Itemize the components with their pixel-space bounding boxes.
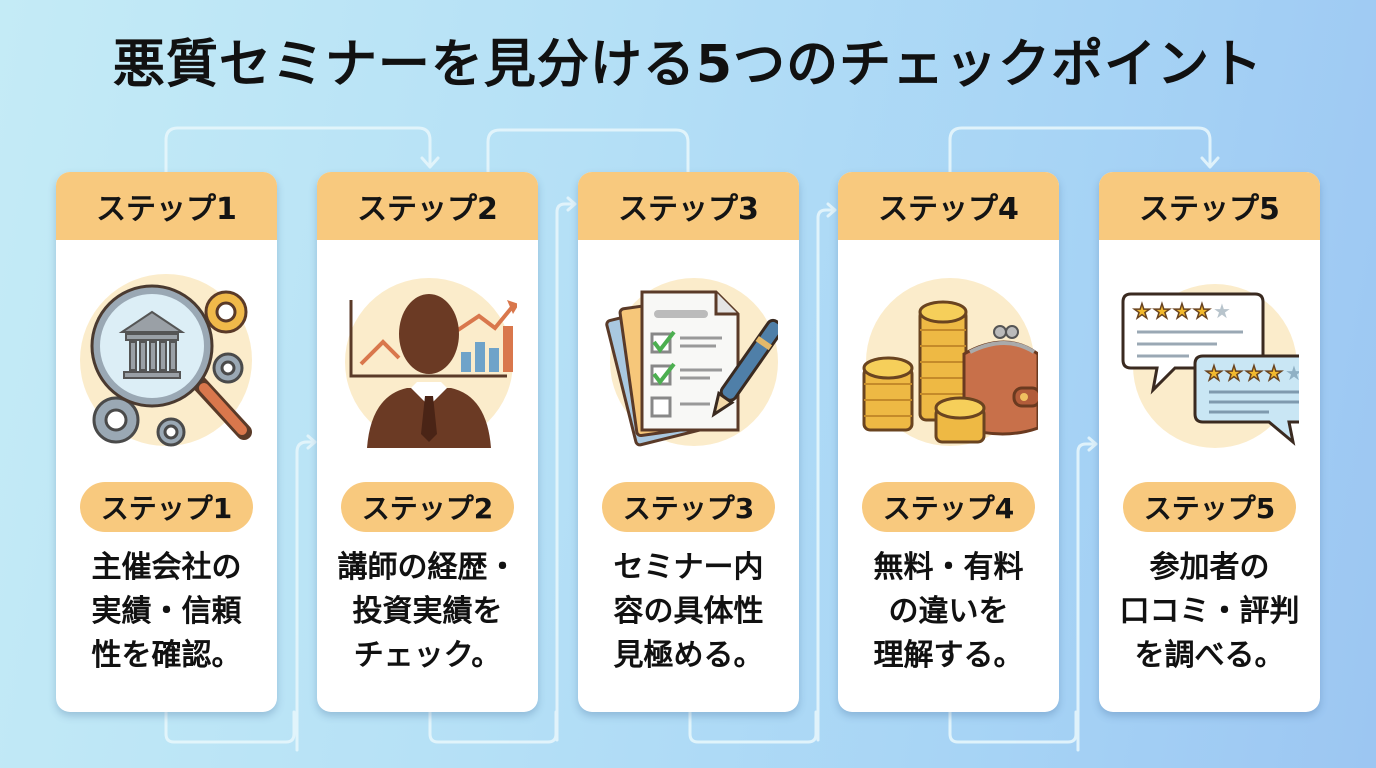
step-header: ステップ2 <box>317 172 538 240</box>
checklist-pen-icon <box>605 278 778 447</box>
svg-text:★: ★ <box>1285 361 1299 385</box>
step-header: ステップ4 <box>838 172 1059 240</box>
review-stars-bubbles-icon: ★★★★ ★ ★★★★ ★ <box>1121 284 1299 448</box>
svg-text:★: ★ <box>1205 361 1223 385</box>
svg-text:★: ★ <box>1213 299 1231 323</box>
svg-text:★: ★ <box>1133 299 1151 323</box>
step-header: ステップ5 <box>1099 172 1320 240</box>
instructor-chart-icon <box>345 278 517 448</box>
step-description: セミナー内 容の具体性 見極める。 <box>613 550 764 673</box>
svg-text:★: ★ <box>1265 361 1283 385</box>
step-card-5: ステップ5 ★★★★ ★ ★★★★ ★ ステップ5 参加者の 口コミ・評判 を調… <box>1099 172 1320 712</box>
step-description: 無料・有料 の違いを 理解する。 <box>873 550 1024 673</box>
step-pill: ステップ4 <box>862 482 1035 532</box>
svg-text:★: ★ <box>1193 299 1211 323</box>
step-description: 講師の経歴・ 投資実績を チェック。 <box>337 550 518 673</box>
step-card-4: ステップ4 ステップ4 無料・有料 の違いを 理解する。 <box>838 172 1059 712</box>
step-description: 主催会社の 実績・信頼 性を確認。 <box>91 550 242 673</box>
svg-text:★: ★ <box>1225 361 1243 385</box>
step-card-3: ステップ3 ステップ3 セミナー内 容の具体性 見極める。 <box>578 172 799 712</box>
step-pill: ステップ1 <box>80 482 253 532</box>
coins-purse-icon <box>862 278 1038 446</box>
step-card-2: ステップ2 ステップ2 講師の経歴・ 投資実績を チェック。 <box>317 172 538 712</box>
svg-text:★: ★ <box>1245 361 1263 385</box>
step-pill: ステップ2 <box>341 482 514 532</box>
magnifier-bank-gears-icon <box>80 274 252 447</box>
svg-text:★: ★ <box>1173 299 1191 323</box>
step-pill: ステップ3 <box>602 482 775 532</box>
step-header: ステップ1 <box>56 172 277 240</box>
step-description: 参加者の 口コミ・評判 を調べる。 <box>1119 550 1300 673</box>
svg-text:★: ★ <box>1153 299 1171 323</box>
page-title: 悪質セミナーを見分ける5つのチェックポイント <box>112 35 1264 95</box>
step-header: ステップ3 <box>578 172 799 240</box>
step-pill: ステップ5 <box>1123 482 1296 532</box>
step-card-1: ステップ1 ステップ1 主催会社の 実績・信頼 性を確認。 <box>56 172 277 712</box>
